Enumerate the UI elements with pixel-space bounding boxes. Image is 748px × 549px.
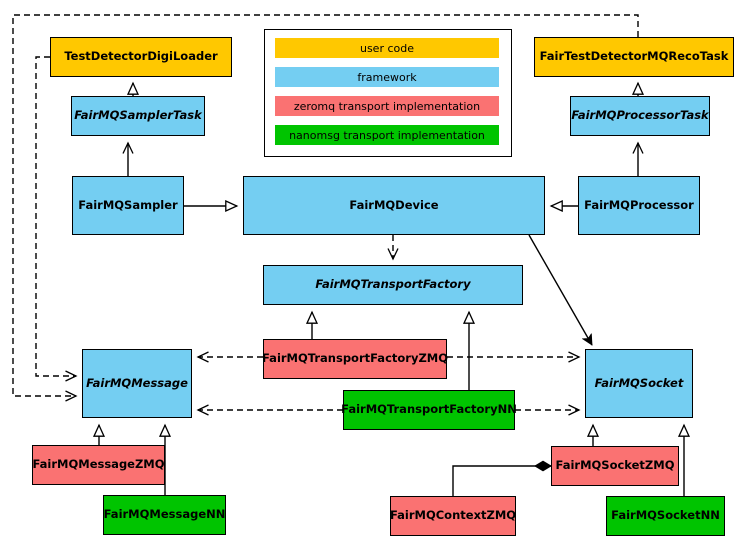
class-node-label: FairMQMessage [86, 375, 188, 390]
class-node-label: FairMQSocketNN [611, 508, 720, 523]
class-node-label: FairMQProcessorTask [571, 108, 709, 123]
class-node-label: FairMQMessageNN [103, 507, 226, 522]
class-node-label: FairMQSamplerTask [74, 108, 202, 123]
class-node-FairMQMessage[interactable]: FairMQMessage [82, 349, 192, 418]
edge-socketzmq-to-contextzmq [452, 460, 552, 496]
class-node-label: TestDetectorDigiLoader [64, 49, 218, 64]
class-node-FairMQSocketNN[interactable]: FairMQSocketNN [606, 496, 725, 536]
class-node-FairMQContextZMQ[interactable]: FairMQContextZMQ [390, 496, 516, 536]
class-node-FairMQTransportFactoryZMQ[interactable]: FairMQTransportFactoryZMQ [262, 339, 449, 379]
class-node-label: FairMQTransportFactoryZMQ [262, 351, 449, 366]
class-node-label: FairMQMessageZMQ [32, 457, 165, 472]
class-node-FairMQMessageNN[interactable]: FairMQMessageNN [103, 495, 226, 535]
class-node-FairMQSocket[interactable]: FairMQSocket [585, 349, 693, 418]
edge-device-to-socket [528, 234, 593, 345]
class-node-label: FairTestDetectorMQRecoTask [539, 49, 729, 64]
legend-item-framework: framework [275, 67, 499, 87]
legend-label-user-code: user code [359, 41, 415, 55]
class-node-FairMQTransportFactory[interactable]: FairMQTransportFactory [263, 265, 523, 305]
legend-label-framework: framework [357, 70, 417, 84]
class-node-FairMQSamplerTask[interactable]: FairMQSamplerTask [71, 96, 205, 136]
legend-item-nanomsg: nanomsg transport implementation [275, 125, 499, 145]
legend-item-zeromq: zeromq transport implementation [275, 96, 499, 116]
legend-label-zeromq: zeromq transport implementation [293, 99, 481, 113]
class-node-FairMQTransportFactoryNN[interactable]: FairMQTransportFactoryNN [341, 390, 517, 430]
class-node-FairTestDetectorMQRecoTask[interactable]: FairTestDetectorMQRecoTask [534, 37, 734, 77]
class-node-FairMQSampler[interactable]: FairMQSampler [72, 176, 184, 235]
class-node-FairMQDevice[interactable]: FairMQDevice [243, 176, 545, 235]
class-node-FairMQSocketZMQ[interactable]: FairMQSocketZMQ [551, 446, 679, 486]
class-node-TestDetectorDigiLoader[interactable]: TestDetectorDigiLoader [50, 37, 232, 77]
edge-digiloader-to-message [35, 56, 78, 382]
class-node-FairMQMessageZMQ[interactable]: FairMQMessageZMQ [32, 445, 165, 485]
legend-label-nanomsg: nanomsg transport implementation [289, 128, 485, 142]
class-node-FairMQProcessorTask[interactable]: FairMQProcessorTask [570, 96, 710, 136]
class-node-label: FairMQTransportFactoryNN [341, 402, 517, 417]
class-node-FairMQProcessor[interactable]: FairMQProcessor [578, 176, 700, 235]
class-node-label: FairMQSocket [594, 375, 684, 390]
class-node-label: FairMQTransportFactory [315, 277, 471, 292]
class-node-label: FairMQSocketZMQ [555, 458, 675, 473]
class-node-label: FairMQProcessor [584, 197, 694, 212]
class-node-label: FairMQContextZMQ [389, 508, 517, 523]
class-node-label: FairMQSampler [78, 197, 178, 212]
class-node-label: FairMQDevice [349, 197, 439, 212]
legend-item-user-code: user code [275, 38, 499, 58]
legend: user code framework zeromq transport imp… [264, 29, 512, 157]
